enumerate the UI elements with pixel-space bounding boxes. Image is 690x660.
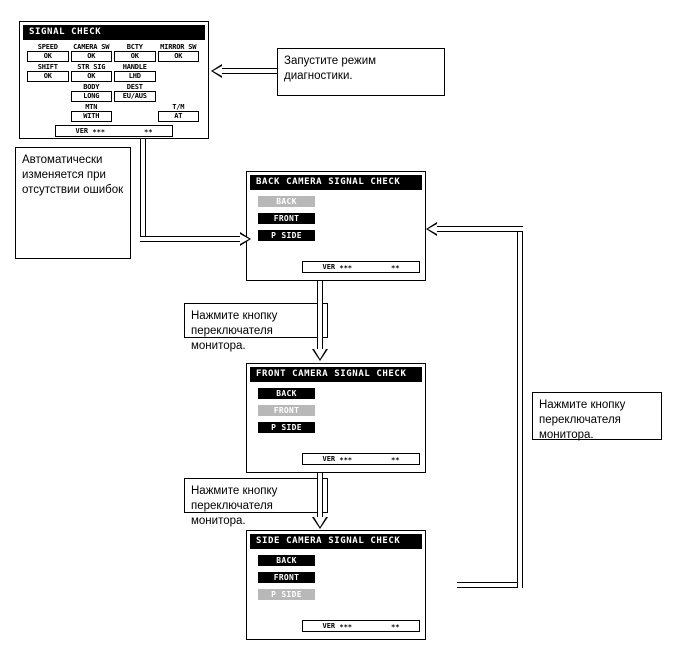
version-left: VER ∗∗∗ <box>322 455 353 463</box>
side-camera-body: BACK FRONT P SIDE VER ∗∗∗ ∗∗ <box>250 549 422 635</box>
button-back[interactable]: BACK <box>258 555 315 566</box>
version-bar: VER ∗∗∗ ∗∗ <box>302 620 420 632</box>
arrow-left-icon <box>211 64 222 78</box>
table-row: BODY LONG DEST EU/AUS <box>27 83 201 102</box>
note-auto-change: Автоматически изменяется при отсутствии … <box>15 147 131 259</box>
field-value: EU/AUS <box>114 91 156 102</box>
version-left: VER ∗∗∗ <box>322 263 353 271</box>
field-tm: T/M AT <box>157 103 199 122</box>
arrow-down-icon <box>312 349 328 361</box>
back-camera-body: BACK FRONT P SIDE VER ∗∗∗ ∗∗ <box>250 190 422 276</box>
button-p-side[interactable]: P SIDE <box>258 230 315 241</box>
connector-signalcheck-down <box>140 139 146 242</box>
field-value: OK <box>114 51 156 62</box>
arrow-right-icon <box>240 232 251 246</box>
field-body: BODY LONG <box>70 83 112 102</box>
button-p-side[interactable]: P SIDE <box>258 589 315 600</box>
signal-check-screen: SIGNAL CHECK SPEED OK CAMERA SW OK BCTY … <box>19 21 209 139</box>
field-label: HANDLE <box>122 63 147 71</box>
button-back[interactable]: BACK <box>258 196 315 207</box>
field-label: T/M <box>172 103 185 111</box>
arrow-down-icon <box>312 517 328 529</box>
field-label: SPEED <box>37 43 58 51</box>
version-bar: VER ∗∗∗ ∗∗ <box>302 453 420 465</box>
field-value: AT <box>157 111 199 122</box>
field-shift: SHIFT OK <box>27 63 69 82</box>
field-label: BODY <box>83 83 100 91</box>
note-press-switch-2: Нажмите кнопку переключателя монитора. <box>184 478 328 527</box>
signal-check-title: SIGNAL CHECK <box>23 25 205 40</box>
field-label: MIRROR SW <box>160 43 197 51</box>
version-right: ∗∗ <box>144 127 153 135</box>
connector-side-loop-top <box>437 226 523 232</box>
button-front[interactable]: FRONT <box>258 572 315 583</box>
table-row: SPEED OK CAMERA SW OK BCTY OK MIRROR SW … <box>27 43 201 62</box>
signal-check-table: SPEED OK CAMERA SW OK BCTY OK MIRROR SW … <box>23 40 205 140</box>
field-mirror-sw: MIRROR SW OK <box>157 43 199 62</box>
field-handle: HANDLE LHD <box>114 63 156 82</box>
button-back[interactable]: BACK <box>258 388 315 399</box>
field-value: LHD <box>114 71 156 82</box>
field-value: OK <box>157 51 199 62</box>
field-label: MTN <box>85 103 98 111</box>
connector-back-to-front <box>317 281 323 349</box>
table-row: SHIFT OK STR SIG OK HANDLE LHD <box>27 63 201 82</box>
note-press-switch-3: Нажмите кнопку переключателя монитора. <box>532 392 662 441</box>
back-camera-screen: BACK CAMERA SIGNAL CHECK BACK FRONT P SI… <box>246 171 426 281</box>
connector-front-to-side <box>317 473 323 517</box>
button-p-side[interactable]: P SIDE <box>258 422 315 433</box>
version-right: ∗∗ <box>391 455 400 463</box>
front-camera-title: FRONT CAMERA SIGNAL CHECK <box>250 367 422 382</box>
field-value: OK <box>27 51 69 62</box>
field-label: STR SIG <box>77 63 106 71</box>
field-label: SHIFT <box>37 63 58 71</box>
connector-side-loop-bottom <box>457 582 523 588</box>
field-label: BCTY <box>126 43 143 51</box>
button-front[interactable]: FRONT <box>258 405 315 416</box>
version-bar: VER ∗∗∗ ∗∗ <box>55 125 173 137</box>
field-speed: SPEED OK <box>27 43 69 62</box>
arrow-left-icon <box>426 222 437 236</box>
field-value: OK <box>70 71 112 82</box>
button-front[interactable]: FRONT <box>258 213 315 224</box>
front-camera-screen: FRONT CAMERA SIGNAL CHECK BACK FRONT P S… <box>246 363 426 473</box>
version-bar: VER ∗∗∗ ∗∗ <box>302 261 420 273</box>
field-str-sig: STR SIG OK <box>70 63 112 82</box>
back-camera-title: BACK CAMERA SIGNAL CHECK <box>250 175 422 190</box>
connector-side-loop-right <box>517 226 523 588</box>
note-start-diagnostic: Запустите режим диагностики. <box>277 48 445 96</box>
field-label: DEST <box>126 83 143 91</box>
field-bcty: BCTY OK <box>114 43 156 62</box>
front-camera-body: BACK FRONT P SIDE VER ∗∗∗ ∗∗ <box>250 382 422 468</box>
field-mtn: MTN WITH <box>70 103 112 122</box>
table-row: MTN WITH T/M AT <box>27 103 201 122</box>
side-camera-screen: SIDE CAMERA SIGNAL CHECK BACK FRONT P SI… <box>246 530 426 640</box>
field-value: WITH <box>70 111 112 122</box>
side-camera-title: SIDE CAMERA SIGNAL CHECK <box>250 534 422 549</box>
field-value: OK <box>27 71 69 82</box>
version-left: VER ∗∗∗ <box>75 127 106 135</box>
field-value: OK <box>70 51 112 62</box>
field-camera-sw: CAMERA SW OK <box>70 43 112 62</box>
connector-signalcheck-right <box>140 236 240 242</box>
connector-start-to-signalcheck <box>222 68 277 74</box>
field-dest: DEST EU/AUS <box>114 83 156 102</box>
version-left: VER ∗∗∗ <box>322 622 353 630</box>
version-right: ∗∗ <box>391 263 400 271</box>
version-right: ∗∗ <box>391 622 400 630</box>
note-press-switch-1: Нажмите кнопку переключателя монитора. <box>184 303 328 352</box>
field-value: LONG <box>70 91 112 102</box>
field-label: CAMERA SW <box>73 43 110 51</box>
